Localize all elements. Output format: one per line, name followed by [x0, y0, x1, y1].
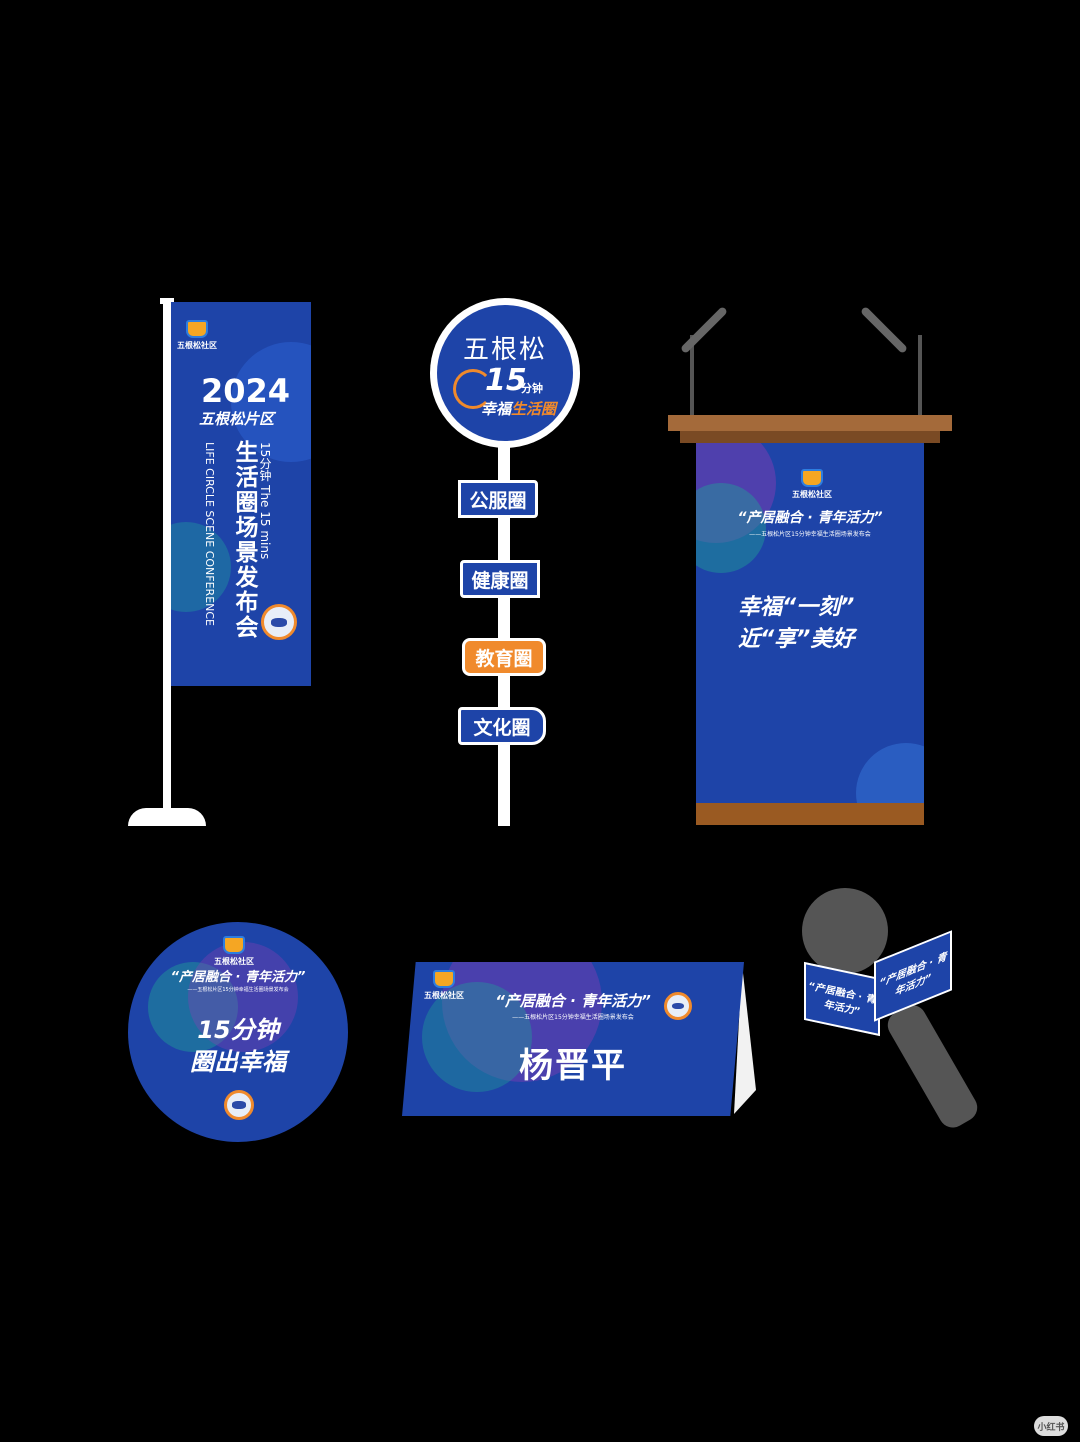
arrow-sign-right-2: 文化圈 — [458, 707, 546, 745]
name-card-logo: 五根松社区 — [424, 970, 464, 1001]
name-card-headline: “产居融合 · 青年活力” — [495, 992, 651, 1010]
community-emblem-icon — [186, 320, 208, 338]
podium-subline: ——五根松片区15分钟幸福生活圈场景发布会 — [749, 531, 871, 538]
signpost-top-text: 五根松 — [462, 335, 547, 365]
name-card-subline: ——五根松片区15分钟幸福生活圈场景发布会 — [512, 1014, 634, 1021]
flag-logo-text: 五根松社区 — [177, 341, 217, 350]
signpost-disc: 五根松 15 分钟 幸福生活圈 — [430, 298, 580, 448]
arrow-sign-label: 教育圈 — [475, 647, 533, 670]
podium-headline: “产居融合 · 青年活力” — [737, 510, 883, 526]
flag-year: 2024 — [201, 372, 291, 410]
podium-panel: 五根松社区 “产居融合 · 青年活力” ——五根松片区15分钟幸福生活圈场景发布… — [696, 443, 924, 803]
name-card-fold — [734, 964, 756, 1114]
podium-mic-right-head — [859, 305, 909, 355]
signpost-sub: 幸福生活圈 — [481, 398, 556, 419]
podium-mic-left-head — [679, 305, 729, 355]
community-emblem-icon — [223, 936, 245, 954]
round-sign: 五根松社区 “产居融合 · 青年活力” ——五根松片区15分钟幸福生活圈场景发布… — [128, 922, 348, 1142]
flag-banner: 五根松社区 2024 五根松片区 LIFE CIRCLE SCENE CONFE… — [171, 302, 311, 686]
round-sign-line2: 圈出幸福 — [190, 1048, 286, 1076]
round-sign-logo: 五根松社区 — [214, 936, 254, 967]
flag-en-vertical: LIFE CIRCLE SCENE CONFERENCE — [203, 442, 216, 627]
round-sign-logo-text: 五根松社区 — [214, 957, 254, 966]
arrow-sign-orange: 教育圈 — [462, 638, 546, 676]
podium-base — [696, 803, 924, 825]
podium-mic-right — [918, 335, 922, 415]
arrow-sign-label: 健康圈 — [471, 569, 529, 592]
flag-district: 五根松片区 — [199, 410, 275, 428]
mic-handle — [882, 1000, 983, 1133]
podium-mic-left — [690, 335, 694, 415]
arrow-sign-right: 健康圈 — [460, 560, 540, 598]
podium-top — [668, 415, 952, 431]
flag-pole-cap — [160, 298, 174, 304]
watermark-logo: 小红书 — [1034, 1416, 1068, 1436]
podium-logo: 五根松社区 — [792, 469, 832, 500]
podium-logo-text: 五根松社区 — [792, 490, 832, 499]
mic-head — [802, 888, 888, 974]
name-card-name: 杨晋平 — [519, 1046, 627, 1086]
podium-line1: 幸福“一刻” — [738, 595, 855, 620]
name-card: 五根松社区 “产居融合 · 青年活力” ——五根松片区15分钟幸福生活圈场景发布… — [402, 962, 744, 1116]
mascot-icon — [261, 604, 297, 640]
signpost-sub-orange: 生活圈 — [511, 400, 557, 418]
mascot-icon — [664, 992, 692, 1020]
round-sign-line1: 15分钟 — [197, 1016, 279, 1044]
flag-en-small: The 15 mins — [258, 485, 272, 560]
flag-base — [128, 808, 206, 826]
round-sign-headline: “产居融合 · 青年活力” — [170, 970, 306, 985]
signpost-unit: 分钟 — [521, 382, 543, 395]
flag-sub-vertical: 15分钟 The 15 mins — [257, 442, 274, 559]
flag-pole — [163, 298, 171, 818]
podium-top-edge — [680, 431, 940, 443]
community-emblem-icon — [433, 970, 455, 988]
arrow-sign-left: 公服圈 — [458, 480, 538, 518]
flag-main-vertical: 生活圈场景发布会 — [231, 440, 257, 640]
round-sign-subline: ——五根松片区15分钟幸福生活圈场景发布会 — [187, 987, 289, 993]
mic-flag-left: “产居融合 · 青年活力” — [804, 961, 880, 1037]
arrow-sign-label: 文化圈 — [473, 716, 531, 739]
arrow-sign-label: 公服圈 — [469, 489, 527, 512]
podium-line2: 近“享”美好 — [738, 627, 855, 652]
flag-cn-small: 15分钟 — [258, 442, 272, 482]
signpost-sub-white: 幸福 — [481, 400, 512, 418]
mascot-icon — [224, 1090, 254, 1120]
community-emblem-icon — [801, 469, 823, 487]
flag-logo: 五根松社区 — [177, 320, 217, 351]
mic-flag-text: “产居融合 · 青年活力” — [808, 980, 876, 1018]
name-card-logo-text: 五根松社区 — [424, 991, 464, 1000]
mic-flag-text: “产居融合 · 青年活力” — [879, 951, 947, 999]
clock-icon — [453, 369, 493, 409]
signpost-big-num: 15 — [485, 363, 527, 398]
